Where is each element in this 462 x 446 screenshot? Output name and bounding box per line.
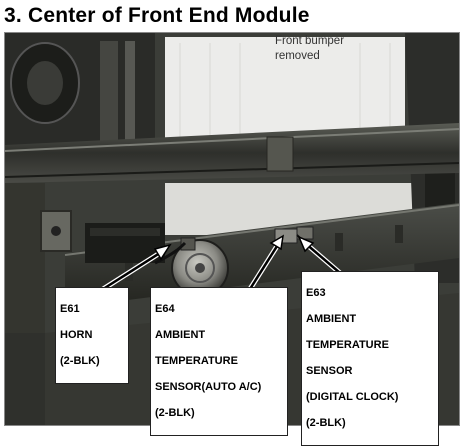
arrows (98, 234, 342, 294)
callout-line: SENSOR(AUTO A/C) (155, 381, 262, 393)
callout-line: AMBIENT (155, 329, 206, 341)
callout-e64-ambient-sensor-auto-ac: E64 AMBIENT TEMPERATURE SENSOR(AUTO A/C)… (150, 287, 288, 436)
callout-code: E61 (60, 303, 80, 315)
callout-name: HORN (60, 329, 93, 341)
callout-line: AMBIENT (306, 313, 357, 325)
callout-line: (DIGITAL CLOCK) (306, 391, 399, 403)
callout-e61-horn: E61 HORN (2-BLK) (55, 287, 129, 384)
callout-line: TEMPERATURE (306, 339, 389, 351)
callout-pins: (2-BLK) (306, 417, 346, 429)
upper-beam (5, 123, 459, 183)
callout-e63-ambient-sensor-digital-clock: E63 AMBIENT TEMPERATURE SENSOR (DIGITAL … (301, 271, 439, 446)
photo-note-line2: removed (275, 50, 320, 62)
page-title: 3. Center of Front End Module (4, 4, 310, 27)
callout-code: E63 (306, 287, 326, 299)
callout-code: E64 (155, 303, 175, 315)
callout-pins: (2-BLK) (60, 355, 100, 367)
lower-beam (65, 203, 459, 308)
callout-pins: (2-BLK) (155, 407, 195, 419)
callout-line: SENSOR (306, 365, 353, 377)
photo-note-line1: Front bumper (275, 35, 345, 47)
callout-line: TEMPERATURE (155, 355, 238, 367)
photo-note: Front bumper removed (275, 34, 385, 64)
radiator-upper-panel (165, 37, 405, 145)
